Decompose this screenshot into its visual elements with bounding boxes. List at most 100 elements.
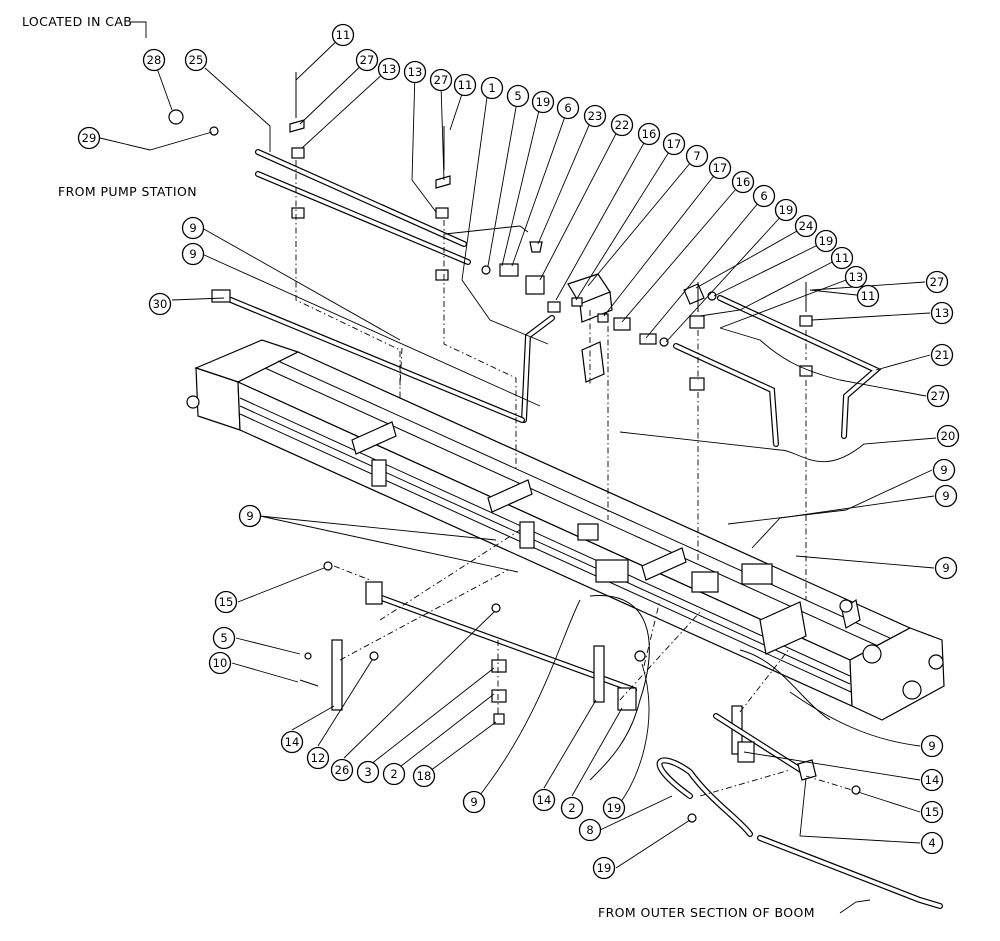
callout-c15b: 15 — [920, 800, 944, 824]
callout-number: 14 — [537, 793, 552, 807]
callout-balloon — [453, 73, 477, 97]
callout-balloon — [731, 170, 755, 194]
nut-15-b — [851, 785, 861, 795]
callout-balloon — [936, 424, 960, 448]
callout-number: 17 — [713, 161, 728, 175]
part-28-cab-unit — [168, 109, 184, 125]
callout-number: 22 — [615, 118, 630, 132]
nozzle-body-2 — [617, 687, 637, 711]
callout-c3: 3 — [356, 760, 380, 784]
callout-c23: 23 — [583, 104, 607, 128]
callout-c13c: 13 — [844, 265, 868, 289]
callout-number: 15 — [925, 805, 940, 819]
callout-c19c: 19 — [814, 229, 838, 253]
callout-number: 17 — [667, 137, 682, 151]
callout-balloon — [382, 762, 406, 786]
hose-loop-lower — [589, 595, 650, 781]
callout-number: 9 — [942, 489, 949, 503]
note-from-outer-section-leader — [839, 899, 871, 914]
callout-c19d: 19 — [602, 796, 626, 820]
callout-number: 19 — [607, 801, 622, 815]
callout-balloon — [578, 818, 602, 842]
callout-number: 2 — [568, 801, 575, 815]
callout-c13a: 13 — [377, 57, 401, 81]
note-from-pump-station: FROM PUMP STATION — [58, 184, 197, 199]
callout-balloon — [306, 746, 330, 770]
callout-c30: 30 — [148, 292, 172, 316]
callout-balloon — [844, 265, 868, 289]
callout-c2b: 2 — [560, 796, 584, 820]
callout-c11c: 11 — [830, 246, 854, 270]
callout-balloon — [794, 214, 818, 238]
callout-balloon — [637, 122, 661, 146]
callout-c11a: 11 — [331, 23, 355, 47]
callout-balloon — [685, 144, 709, 168]
bracket-14-b — [593, 645, 605, 703]
callout-c5a: 5 — [506, 84, 530, 108]
callout-number: 25 — [189, 53, 204, 67]
callout-c15a: 15 — [214, 590, 238, 614]
callout-balloon — [142, 48, 166, 72]
callout-c9g: 9 — [462, 790, 486, 814]
callout-number: 11 — [336, 28, 351, 42]
callout-number: 27 — [434, 73, 449, 87]
callout-number: 19 — [536, 95, 551, 109]
clip-13-d — [799, 315, 813, 327]
callout-number: 26 — [335, 763, 350, 777]
bracket-14-a — [331, 639, 343, 711]
fitting-4 — [797, 759, 817, 781]
callout-number: 7 — [693, 149, 700, 163]
callout-number: 27 — [930, 275, 945, 289]
callout-balloon — [926, 384, 950, 408]
callout-number: 27 — [360, 53, 375, 67]
callout-c9a: 9 — [181, 216, 205, 240]
callout-balloon — [531, 90, 555, 114]
callout-balloon — [532, 788, 556, 812]
nut-15-a — [323, 561, 333, 571]
callout-number: 14 — [285, 735, 300, 749]
callout-number: 5 — [220, 631, 227, 645]
hose-loop-right — [739, 649, 831, 721]
boom-bracket-e — [741, 563, 773, 585]
fitting-17-b — [597, 313, 609, 323]
callout-number: 2 — [390, 767, 397, 781]
callout-number: 12 — [311, 751, 326, 765]
callout-c9c: 9 — [932, 458, 956, 482]
callout-number: 30 — [153, 297, 168, 311]
callout-c29: 29 — [77, 126, 101, 150]
clip-13-b-lower — [435, 269, 449, 281]
callout-balloon — [814, 229, 838, 253]
callout-balloon — [148, 292, 172, 316]
boom-mount-plate — [759, 601, 807, 655]
part-5-b — [304, 652, 312, 660]
boom-lug-d — [691, 571, 719, 593]
note-from-outer-section: FROM OUTER SECTION OF BOOM — [598, 905, 815, 920]
callout-c19b: 19 — [774, 198, 798, 222]
note-located-in-cab: LOCATED IN CAB — [22, 14, 132, 29]
fitting-tee-22 — [525, 275, 545, 295]
callout-c16b: 16 — [731, 170, 755, 194]
callout-number: 10 — [213, 656, 228, 670]
callout-c14b: 14 — [532, 788, 556, 812]
note-located-in-cab-leader — [130, 21, 147, 38]
callout-number: 11 — [835, 251, 850, 265]
clip-13-c — [689, 315, 705, 329]
boom-frame — [186, 339, 945, 721]
clip-3 — [491, 659, 507, 673]
callout-balloon — [356, 760, 380, 784]
fitting-19-b — [659, 337, 669, 347]
callout-balloon — [930, 301, 954, 325]
callout-number: 28 — [147, 53, 162, 67]
boom-clamp-a — [351, 421, 397, 455]
hose-8 — [656, 757, 753, 837]
callout-balloon — [830, 246, 854, 270]
callout-number: 6 — [564, 101, 571, 115]
clip-13-c-lower — [689, 377, 705, 391]
callout-balloon — [181, 216, 205, 240]
pivot-bore-2 — [928, 654, 944, 670]
callout-number: 14 — [925, 773, 940, 787]
cap-23 — [529, 241, 543, 253]
callout-number: 4 — [928, 836, 935, 850]
callout-c6b: 6 — [752, 184, 776, 208]
